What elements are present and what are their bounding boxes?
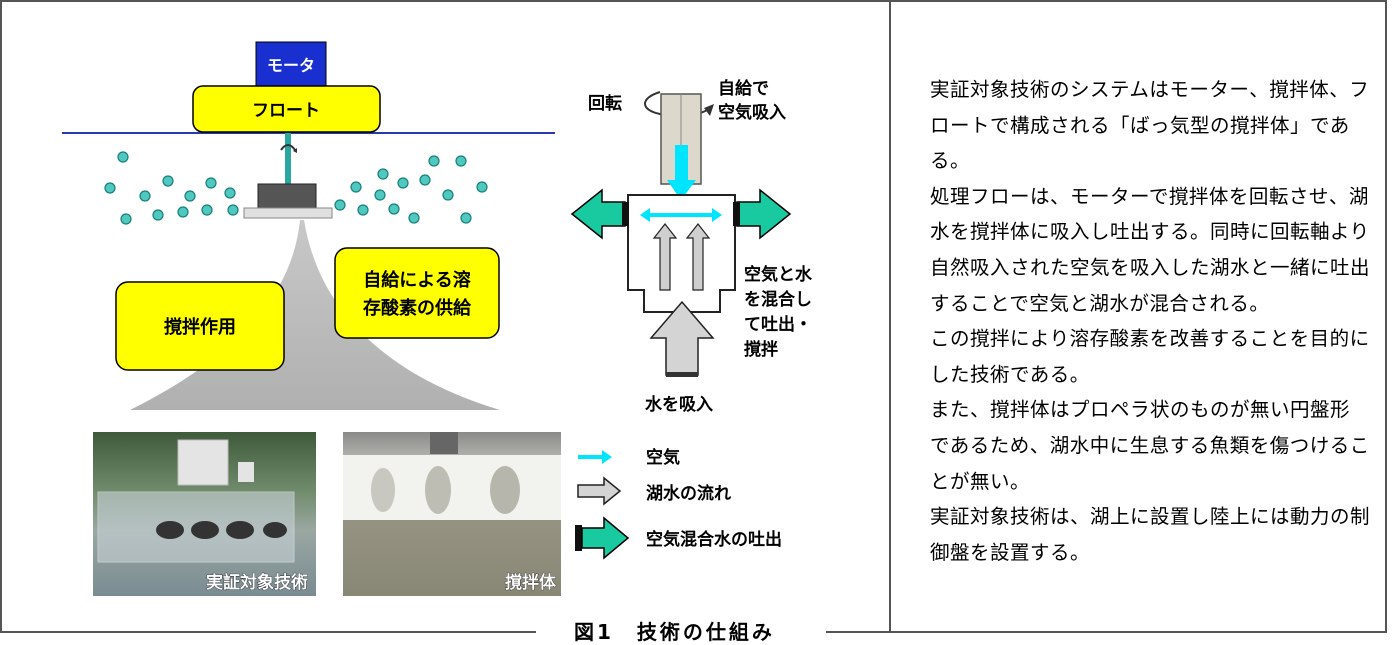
oxygen-supply-callout: 自給による溶 存酸素の供給 [334,247,500,339]
mechanism-diagram: モータ フロート 撹拌作用 自給による溶 存酸素の供給 [62,41,813,596]
air-intake-label-line1: 自給で [718,78,769,99]
mixing-callout: 撹拌作用 [115,281,285,371]
mix-discharge-label-line2: を混合し [744,289,812,310]
mixing-label: 撹拌作用 [164,316,236,338]
description-paragraph-5: 実証対象技術は、湖上に設置し陸上には動力の制御盤を設置する。 [930,505,1371,564]
description-paragraph-1: 実証対象技術のシステムはモーター、撹拌体、フロートで構成される「ばっ気型の撹拌体… [930,78,1370,173]
column-divider [889,0,891,633]
description-paragraph-4: また、撹拌体はプロペラ状のものが無い円盤形であるため、湖水中に生息する魚類を傷つ… [930,398,1370,493]
legend-air-label: 空気 [646,447,680,468]
float-box: フロート [192,85,381,133]
bottom-border-left [0,631,536,633]
mix-discharge-label-line4: 撹拌 [744,339,778,360]
legend: 空気 湖水の流れ 空気混合水の吐出 [575,447,782,560]
outer-frame [0,0,1387,633]
water-intake-label: 水を吸入 [645,394,713,415]
air-intake-label-line2: 空気吸入 [718,102,786,123]
legend-air-arrow-icon [578,450,612,464]
mix-discharge-label-line1: 空気と水 [744,264,813,285]
oxygen-bubbles [104,151,488,225]
legend-discharge-label: 空気混合水の吐出 [646,529,782,550]
agitator-photo [343,432,561,596]
technology-photo [93,432,316,596]
description-paragraph-3: この撹拌により溶存酸素を改善することを目的にした技術である。 [930,327,1370,386]
motor-box: モータ [255,41,327,87]
bottom-border-right [826,631,1387,633]
rotation-label: 回転 [588,93,622,114]
oxygen-label-line2: 存酸素の供給 [363,297,472,319]
description-paragraph-2: 処理フローは、モーターで撹拌体を回転させ、湖水を撹拌体に吸入し吐出する。同時に回… [930,184,1371,315]
legend-discharge-arrow-icon [575,516,630,560]
float-label: フロート [252,101,320,121]
figure-caption: 図1 技術の仕組み [568,616,781,645]
agitator-schematic [570,91,792,377]
description-text: 実証対象技術のシステムはモーター、撹拌体、フロートで構成される「ばっ気型の撹拌体… [930,72,1370,570]
agitator-photo-label: 撹拌体 [505,572,557,593]
legend-flow-arrow-icon [577,476,622,506]
legend-flow-label: 湖水の流れ [646,483,731,504]
mix-discharge-label-line3: て吐出・ [744,314,812,335]
agitator-shaft [243,133,333,219]
oxygen-label-line1: 自給による溶 [363,269,470,291]
motor-label: モータ [267,56,315,75]
technology-photo-label: 実証対象技術 [206,572,308,593]
